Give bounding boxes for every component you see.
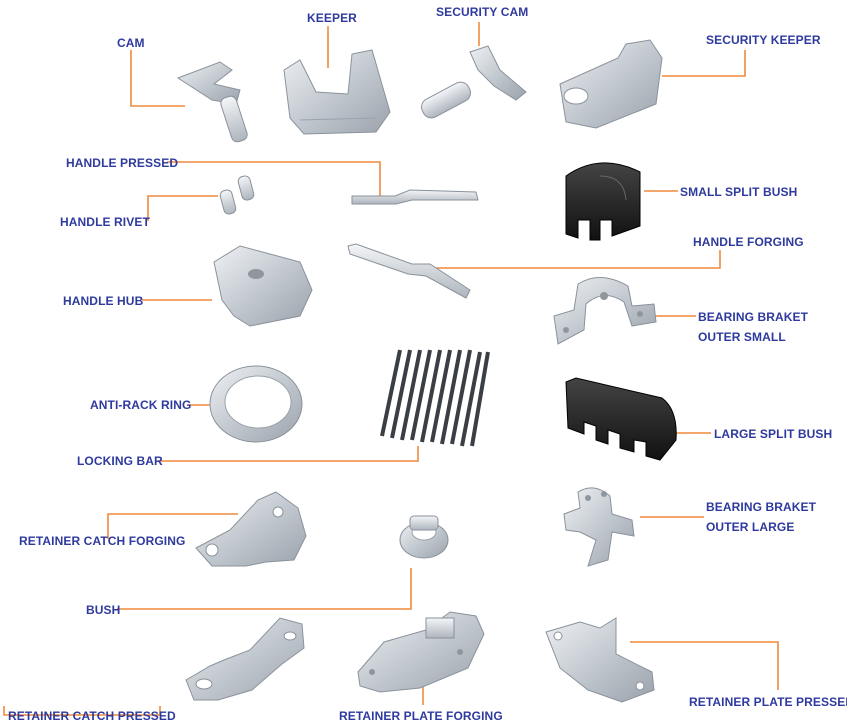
label-locking-bar: LOCKING BAR [77, 454, 163, 468]
retainer-plate-pressed-image [545, 617, 655, 703]
leader-handle-forging [432, 250, 721, 269]
label-anti-rack-ring: ANTI-RACK RING [90, 398, 192, 412]
label-bearing-braket-outer-large-1: BEARING BRAKET [706, 500, 817, 514]
label-handle-pressed: HANDLE PRESSED [66, 156, 179, 170]
label-retainer-plate-pressed: RETAINER PLATE PRESSED [689, 695, 847, 709]
label-retainer-catch-pressed: RETAINER CATCH PRESSED [8, 709, 176, 723]
label-handle-rivet: HANDLE RIVET [60, 215, 150, 229]
leader-retainer-plate-pressed [630, 641, 779, 690]
label-security-keeper: SECURITY KEEPER [706, 33, 821, 47]
locking-bar-image [380, 349, 490, 447]
leader-retainer-catch-pressed [3, 706, 161, 716]
bush-image [399, 515, 449, 559]
leader-handle-pressed [167, 161, 381, 196]
label-small-split-bush: SMALL SPLIT BUSH [680, 185, 798, 199]
leader-security-keeper [662, 50, 746, 77]
retainer-plate-forging-image [357, 611, 485, 693]
label-bearing-braket-outer-small-2: OUTER SMALL [698, 330, 786, 344]
small-split-bush-image [565, 162, 641, 241]
retainer-catch-forging-image [195, 491, 307, 567]
handle-hub-image [213, 245, 313, 327]
label-bearing-braket-outer-small-1: BEARING BRAKET [698, 310, 809, 324]
large-split-bush-image [565, 377, 677, 461]
cam-image [176, 61, 248, 143]
handle-forging-image [347, 243, 471, 299]
leader-handle-rivet [147, 195, 218, 221]
handle-rivet-image [219, 175, 255, 215]
keeper-image [283, 49, 391, 135]
label-bearing-braket-outer-large-2: OUTER LARGE [706, 520, 795, 534]
leader-locking-bar [158, 446, 419, 462]
label-cam: CAM [117, 36, 145, 50]
bearing-braket-outer-large-image [563, 487, 635, 567]
label-handle-forging: HANDLE FORGING [693, 235, 804, 249]
retainer-catch-pressed-image [185, 617, 305, 701]
leader-retainer-catch-forging [107, 513, 238, 539]
handle-pressed-image [351, 189, 479, 205]
security-keeper-image [559, 39, 663, 129]
leader-cam [130, 50, 185, 107]
label-retainer-catch-forging: RETAINER CATCH FORGING [19, 534, 186, 548]
leader-bush [117, 568, 412, 610]
label-security-cam: SECURITY CAM [436, 5, 529, 19]
label-bush: BUSH [86, 603, 121, 617]
label-handle-hub: HANDLE HUB [63, 294, 144, 308]
label-retainer-plate-forging: RETAINER PLATE FORGING [339, 709, 503, 723]
anti-rack-ring-image [209, 365, 303, 443]
label-large-split-bush: LARGE SPLIT BUSH [714, 427, 833, 441]
label-keeper: KEEPER [307, 11, 357, 25]
bearing-braket-outer-small-image [553, 277, 657, 345]
security-cam-image [421, 45, 527, 119]
